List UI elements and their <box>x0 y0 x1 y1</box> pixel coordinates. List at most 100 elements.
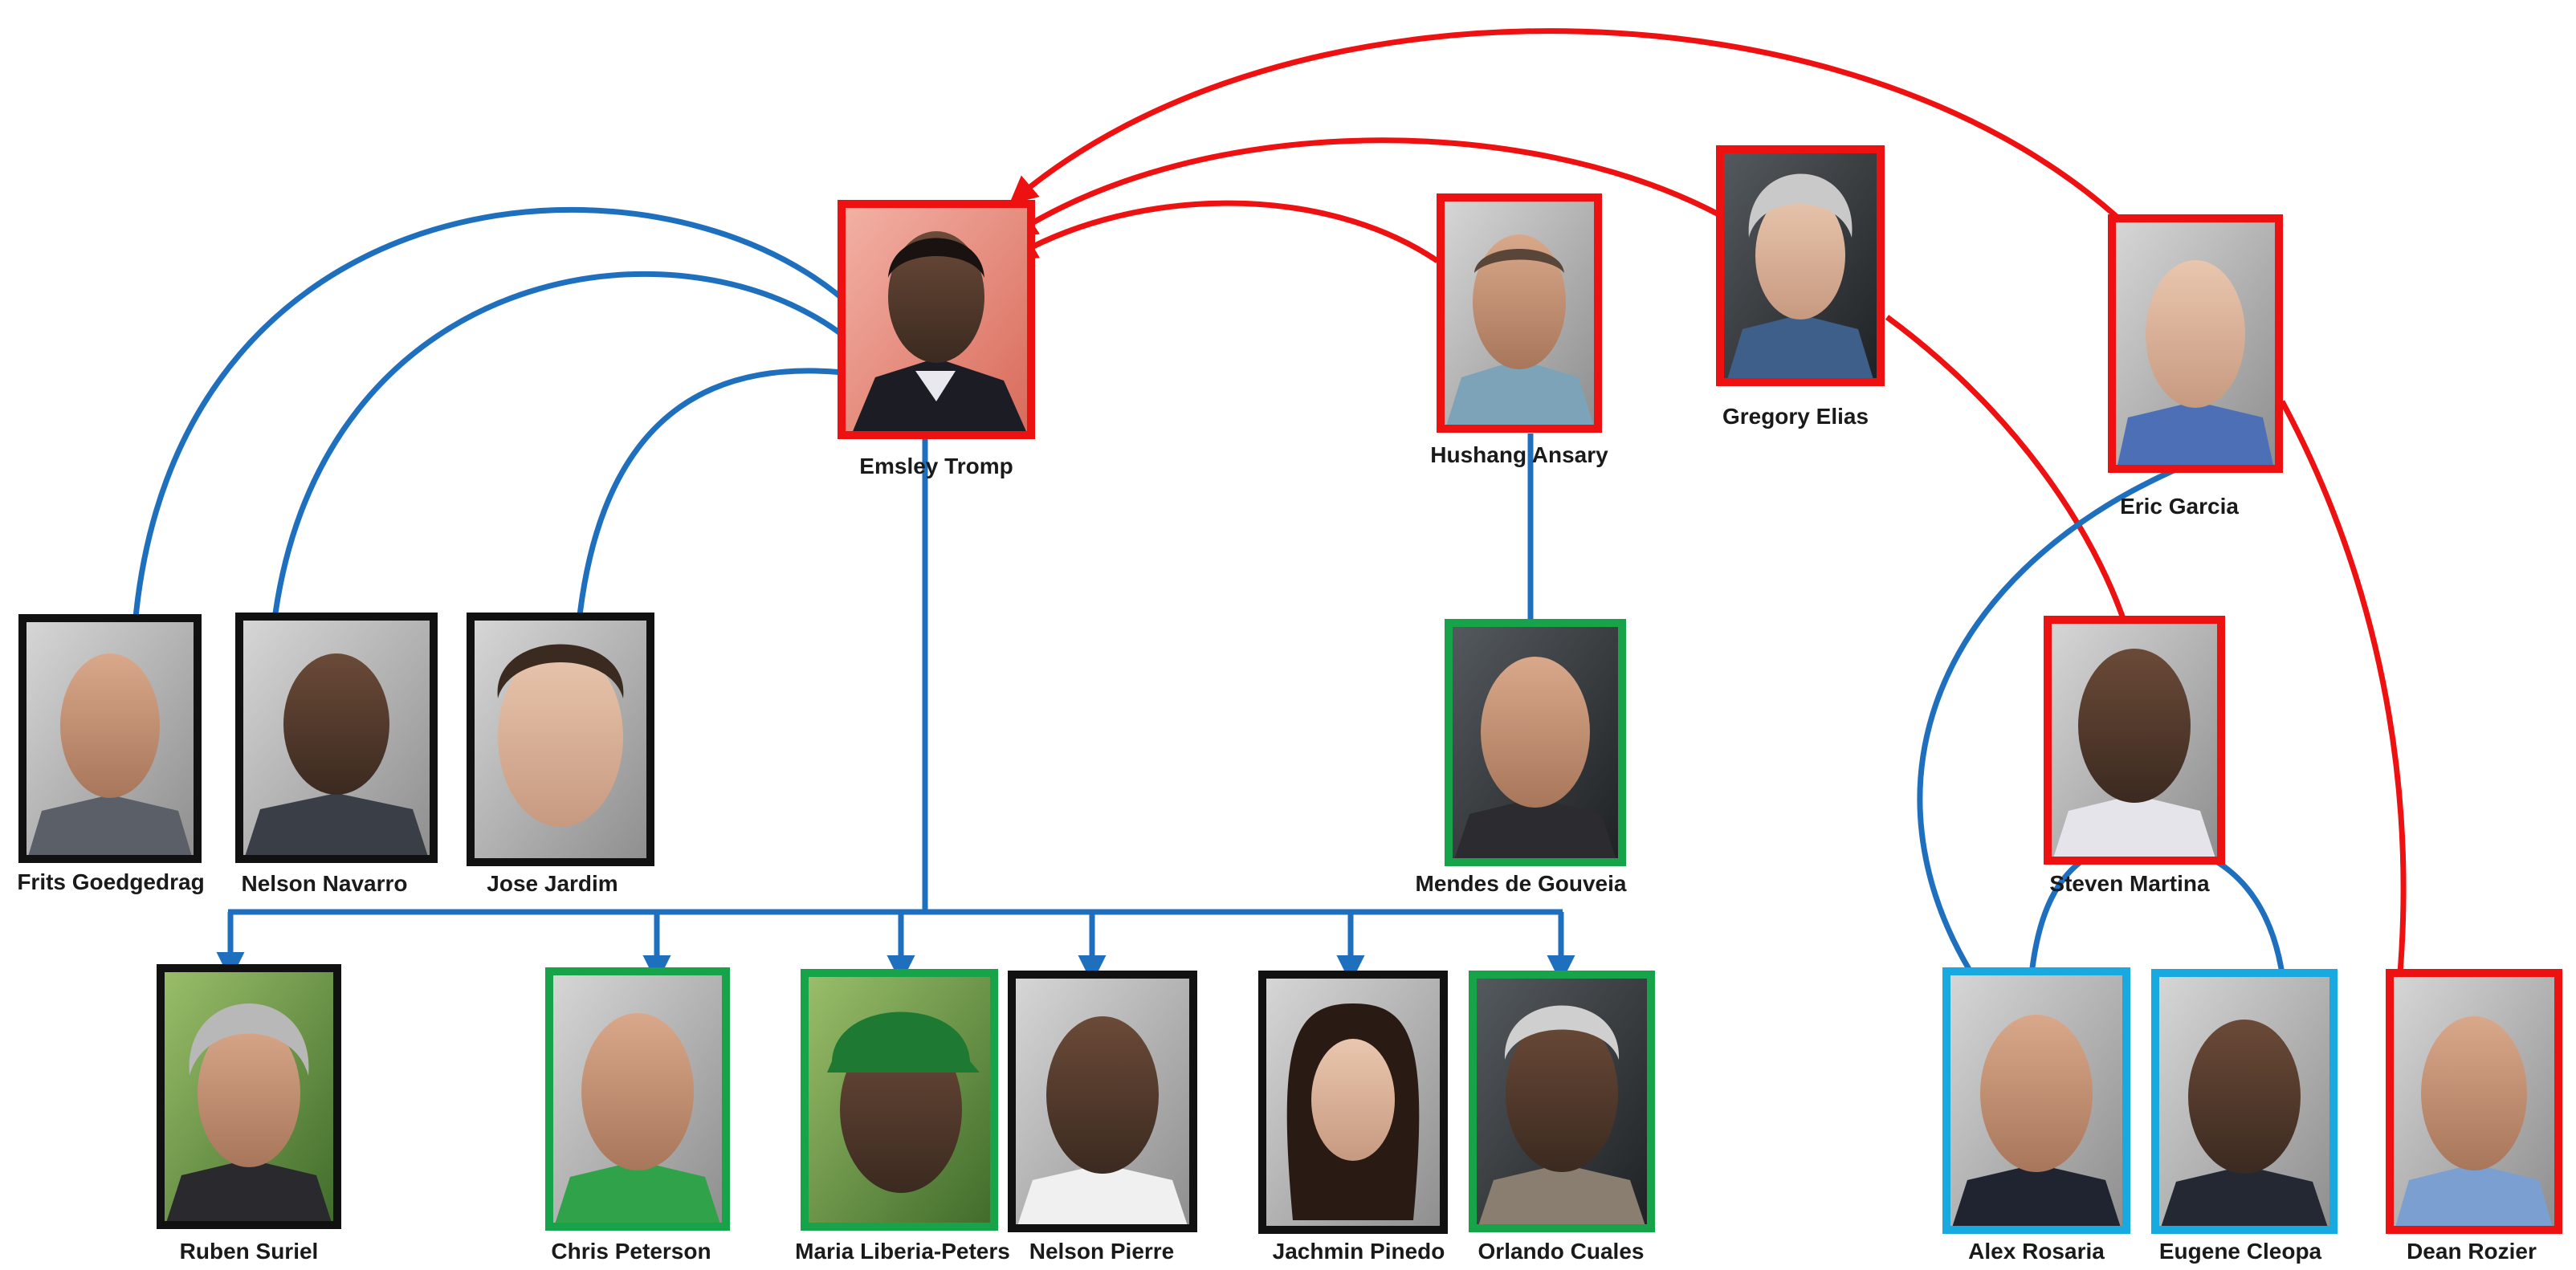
nelson-navarro-name: Nelson Navarro <box>242 871 408 896</box>
link-gregory-elias-to-steven-martina <box>1885 315 2134 645</box>
node-hushang-ansary[interactable]: Hushang Ansary <box>1430 193 1608 467</box>
link-eric-garcia-to-alex-rosaria <box>1917 464 2183 1008</box>
hushang-ansary-frame <box>1437 193 1602 433</box>
gregory-elias-shirt <box>1726 315 1874 382</box>
nelson-pierre-frame <box>1008 971 1197 1232</box>
jachmin-pinedo-frame <box>1258 971 1448 1234</box>
link-eric-garcia-to-dean-rozier <box>2279 400 2407 983</box>
eric-garcia-shirt <box>2117 401 2274 469</box>
node-nelson-pierre[interactable]: Nelson Pierre <box>1008 971 1197 1264</box>
node-frits-goedgedrag[interactable]: Frits Goedgedrag <box>17 614 205 894</box>
emsley-tromp-shirt <box>915 371 956 401</box>
mendes-de-gouveia-face <box>1481 657 1590 808</box>
node-jachmin-pinedo[interactable]: Jachmin Pinedo <box>1258 971 1448 1264</box>
ruben-suriel-hair <box>189 1003 309 1076</box>
frits-goedgedrag-name: Frits Goedgedrag <box>17 869 204 894</box>
node-chris-peterson[interactable]: Chris Peterson <box>545 967 730 1264</box>
frits-goedgedrag-frame <box>18 614 202 863</box>
hushang-ansary-hair <box>1474 249 1564 273</box>
emsley-tromp-face <box>888 231 984 363</box>
maria-liberia-peters-frame <box>801 969 998 1231</box>
emsley-tromp-frame <box>838 200 1035 439</box>
blue-links <box>120 206 2298 1027</box>
node-orlando-cuales[interactable]: Orlando Cuales <box>1469 971 1655 1264</box>
jose-jardim-name: Jose Jardim <box>487 871 618 896</box>
chris-peterson-name: Chris Peterson <box>551 1239 711 1264</box>
link-hushang-ansary-to-emsley-tromp <box>1008 200 1439 263</box>
dean-rozier-face <box>2421 1016 2527 1170</box>
jachmin-pinedo-name: Jachmin Pinedo <box>1273 1239 1445 1264</box>
node-ruben-suriel[interactable]: Ruben Suriel <box>157 964 341 1264</box>
eugene-cleopa-frame <box>2151 969 2338 1234</box>
eric-garcia-face <box>2146 260 2245 408</box>
nelson-pierre-shirt <box>1017 1164 1188 1228</box>
node-nelson-navarro[interactable]: Nelson Navarro <box>235 613 438 896</box>
nelson-navarro-frame <box>235 613 438 863</box>
node-emsley-tromp[interactable]: Emsley Tromp <box>838 200 1035 478</box>
nelson-navarro-face <box>283 653 389 795</box>
link-eric-garcia-to-emsley-tromp <box>1009 28 2119 219</box>
node-jose-jardim[interactable]: Jose Jardim <box>467 613 654 896</box>
jose-jardim-hair <box>497 644 624 698</box>
node-dean-rozier[interactable]: Dean Rozier <box>2386 969 2562 1264</box>
node-gregory-elias[interactable]: Gregory Elias <box>1716 145 1885 429</box>
dean-rozier-name: Dean Rozier <box>2407 1239 2537 1264</box>
ruben-suriel-name: Ruben Suriel <box>180 1239 319 1264</box>
chris-peterson-frame <box>545 967 730 1231</box>
gregory-elias-name: Gregory Elias <box>1722 404 1869 429</box>
link-emsley-tromp-to-frits-goedgedrag <box>120 206 886 654</box>
emsley-tromp-suit <box>851 358 1028 435</box>
steven-martina-shirt <box>2052 795 2216 861</box>
gregory-elias-frame <box>1716 145 1885 386</box>
eugene-cleopa-suit <box>2160 1166 2329 1230</box>
jose-jardim-face <box>498 647 623 827</box>
eugene-cleopa-face <box>2188 1020 2301 1174</box>
mendes-de-gouveia-frame <box>1445 619 1626 866</box>
maria-liberia-peters-cap <box>827 1012 980 1073</box>
chris-peterson-face <box>581 1013 694 1170</box>
red-links <box>1008 28 2407 983</box>
ruben-suriel-face <box>198 1020 300 1167</box>
nelson-pierre-name: Nelson Pierre <box>1029 1239 1175 1264</box>
hushang-ansary-name: Hushang Ansary <box>1430 442 1608 467</box>
node-alex-rosaria[interactable]: Alex Rosaria <box>1942 967 2130 1264</box>
orlando-cuales-hair <box>1504 1005 1620 1060</box>
node-maria-liberia-peters[interactable]: Maria Liberia-Peters <box>795 969 1010 1264</box>
steven-martina-face <box>2078 649 2191 803</box>
steven-martina-frame <box>2044 616 2225 865</box>
node-steven-martina[interactable]: Steven Martina <box>2044 616 2225 896</box>
nelson-pierre-face <box>1046 1016 1159 1174</box>
maria-liberia-peters-name: Maria Liberia-Peters <box>795 1239 1010 1264</box>
node-mendes-de-gouveia[interactable]: Mendes de Gouveia <box>1416 619 1627 896</box>
steven-martina-name: Steven Martina <box>2049 871 2210 896</box>
hushang-ansary-face <box>1473 234 1566 369</box>
emsley-tromp-hair <box>888 238 984 278</box>
frits-goedgedrag-face <box>60 653 160 798</box>
link-emsley-tromp-to-nelson-navarro <box>259 271 876 654</box>
node-eugene-cleopa[interactable]: Eugene Cleopa <box>2151 969 2338 1264</box>
frits-goedgedrag-suit <box>27 795 193 859</box>
node-eric-garcia[interactable]: Eric Garcia <box>2108 214 2283 519</box>
mendes-de-gouveia-name: Mendes de Gouveia <box>1416 871 1627 896</box>
eric-garcia-frame <box>2108 214 2283 473</box>
dean-rozier-shirt <box>2395 1164 2554 1230</box>
nelson-navarro-suit <box>244 793 429 859</box>
alex-rosaria-frame <box>1942 967 2130 1234</box>
link-gregory-elias-to-emsley-tromp <box>1009 137 1722 238</box>
ruben-suriel-frame <box>157 964 341 1229</box>
eric-garcia-name: Eric Garcia <box>2120 494 2239 519</box>
hushang-ansary-jacket <box>1445 360 1595 429</box>
chris-peterson-shirt <box>554 1161 721 1227</box>
alex-rosaria-suit <box>1951 1164 2122 1230</box>
gregory-elias-hair <box>1748 173 1853 238</box>
link-emsley-tromp-to-jose-jardim <box>564 368 870 654</box>
eugene-cleopa-name: Eugene Cleopa <box>2159 1239 2322 1264</box>
jachmin-pinedo-face <box>1311 1039 1395 1161</box>
alex-rosaria-name: Alex Rosaria <box>1968 1239 2105 1264</box>
mendes-de-gouveia-suit <box>1453 798 1617 862</box>
orlando-cuales-shirt <box>1478 1164 1646 1228</box>
orlando-cuales-frame <box>1469 971 1655 1232</box>
dean-rozier-frame <box>2386 969 2562 1234</box>
jose-jardim-frame <box>467 613 654 866</box>
